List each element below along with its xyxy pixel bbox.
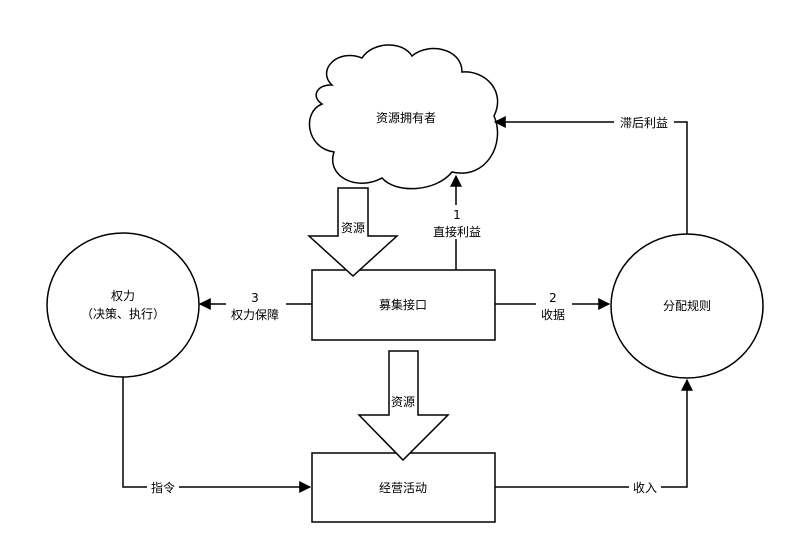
edge-instruction-label: 指令 <box>151 480 175 495</box>
edge-power-guarantee-number: 3 <box>251 291 259 305</box>
edge-revenue-label: 收据 <box>541 308 565 322</box>
node-power-sublabel: （决策、执行） <box>81 307 165 321</box>
edge-delayed-benefit: 滞后利益 <box>493 114 688 234</box>
edge-revenue: 2 收据 <box>495 290 611 324</box>
node-fundraising-interface: 募集接口 <box>311 269 496 341</box>
interface-box <box>311 269 496 341</box>
edge-instruction-line <box>122 377 312 493</box>
big-arrow-bottom-label: 资源 <box>391 395 415 409</box>
big-arrow-bottom-shape <box>357 350 450 462</box>
node-fundraising-interface-label: 募集接口 <box>379 297 427 312</box>
node-resource-owner-label: 资源拥有者 <box>376 111 436 125</box>
big-arrow-bottom: 资源 <box>357 350 450 462</box>
edge-power-guarantee: 3 权力保障 <box>198 290 312 324</box>
edge-income-label: 收入 <box>633 481 657 495</box>
node-business-activity-label: 经营活动 <box>379 481 427 495</box>
node-distribution-rule: 分配规则 <box>610 233 764 379</box>
node-power-label: 权力 <box>111 289 135 303</box>
node-resource-owner: 资源拥有者 <box>308 44 499 190</box>
cloud-shape <box>308 44 499 190</box>
edge-delayed-benefit-label: 滞后利益 <box>620 116 668 130</box>
node-power: 权力 （决策、执行） <box>46 232 200 378</box>
edge-income: 收入 <box>495 378 693 496</box>
edge-instruction: 指令 <box>122 377 312 496</box>
big-arrow-top: 资源 <box>307 187 399 278</box>
node-distribution-rule-label: 分配规则 <box>663 298 711 313</box>
edge-direct-benefit-label: 直接利益 <box>433 224 481 239</box>
edge-direct-benefit-number: 1 <box>453 208 461 222</box>
big-arrow-top-label: 资源 <box>341 221 365 235</box>
edge-revenue-number: 2 <box>549 291 557 305</box>
edge-income-line <box>495 378 693 488</box>
edge-direct-benefit: 1 直接利益 <box>428 174 486 270</box>
big-arrow-top-shape <box>307 187 399 278</box>
activity-box <box>311 452 496 523</box>
edge-delayed-benefit-line <box>493 116 688 234</box>
node-business-activity: 经营活动 <box>311 452 496 523</box>
power-circle <box>46 232 200 378</box>
edge-power-guarantee-label: 权力保障 <box>231 307 279 322</box>
